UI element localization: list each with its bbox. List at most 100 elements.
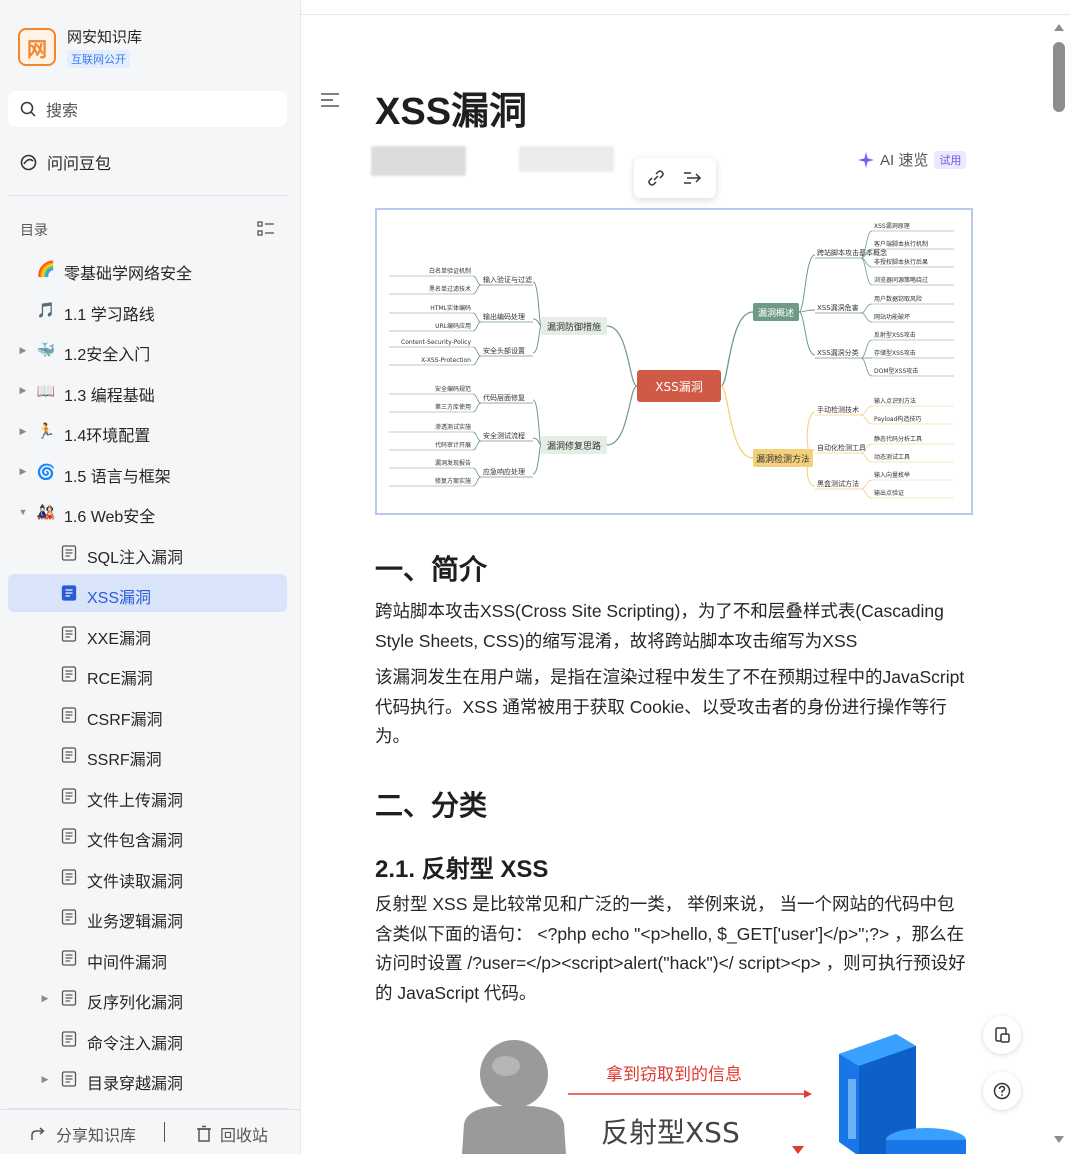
- caret-right-icon[interactable]: ▶: [19, 466, 27, 476]
- toc-item[interactable]: CSRF漏洞: [8, 696, 287, 734]
- ask-doubao-button[interactable]: 问问豆包: [20, 150, 111, 174]
- mindmap-link: [532, 444, 542, 475]
- help-button[interactable]: [983, 1072, 1021, 1110]
- toc-emoji-icon: 🌀: [36, 463, 56, 481]
- search-icon: [20, 101, 36, 117]
- heading-classification: 二、分类: [375, 790, 488, 821]
- mindmap-branch-label: 漏洞概述: [758, 307, 794, 319]
- mindmap-link: [720, 385, 754, 459]
- document-icon: [61, 625, 77, 642]
- toc-item[interactable]: ▼🎎1.6 Web安全: [8, 493, 287, 531]
- mindmap-leaf-label: X-XSS-Protection: [421, 357, 471, 364]
- toc-item[interactable]: SQL注入漏洞: [8, 534, 287, 572]
- mindmap-link: [806, 457, 816, 487]
- mindmap-leaf-label: 第三方库使用: [435, 403, 471, 411]
- mindmap-link: [472, 355, 482, 366]
- scroll-down-arrow-icon[interactable]: [1053, 1135, 1065, 1145]
- toc-item[interactable]: 🌈零基础学网络安全: [8, 250, 287, 288]
- toc-item[interactable]: 🎵1.1 学习路线: [8, 291, 287, 329]
- floating-toolbar: [634, 158, 716, 198]
- document-icon: [61, 868, 77, 885]
- toc-item[interactable]: ▶🏃1.4环境配置: [8, 412, 287, 450]
- toc-item[interactable]: XSS漏洞: [8, 574, 287, 612]
- toc-item-label: 1.5 语言与框架: [64, 468, 171, 486]
- brand[interactable]: 网 网安知识库 互联网公开: [18, 26, 142, 68]
- mindmap-leaf-label: 存储型XSS攻击: [874, 349, 916, 357]
- scroll-thumb[interactable]: [1053, 42, 1065, 112]
- toc-item-label: CSRF漏洞: [87, 711, 163, 729]
- feedback-button[interactable]: [983, 1016, 1021, 1054]
- brand-logo: 网: [18, 28, 56, 66]
- link-icon[interactable]: [647, 170, 665, 186]
- toc-item[interactable]: SSRF漏洞: [8, 736, 287, 774]
- mindmap-branch-node: [753, 303, 799, 321]
- mindmap-leaf-label: 浏览器同源策略绕过: [874, 276, 928, 284]
- scroll-up-arrow-icon[interactable]: [1053, 22, 1065, 32]
- document-icon: [61, 544, 77, 561]
- doc-feedback-icon: [995, 1027, 1010, 1043]
- trash-label: 回收站: [220, 1128, 269, 1145]
- toc-item[interactable]: ▶📖1.3 编程基础: [8, 372, 287, 410]
- mindmap-link: [472, 402, 482, 413]
- toc-item[interactable]: 业务逻辑漏洞: [8, 898, 287, 936]
- mindmap-child-label: 输出编码处理: [483, 312, 525, 321]
- brand-name: 网安知识库: [67, 29, 143, 46]
- share-button[interactable]: 分享知识库: [30, 1122, 136, 1146]
- toc-item-label: 业务逻辑漏洞: [87, 914, 184, 931]
- trial-badge: 试用: [934, 150, 967, 169]
- hacker-figure: [462, 1040, 566, 1154]
- share-label: 分享知识库: [56, 1128, 137, 1145]
- ai-overview-button[interactable]: AI 速览 试用: [858, 149, 967, 170]
- heading-intro: 一、简介: [375, 554, 488, 585]
- toc-item[interactable]: 命令注入漏洞: [8, 1020, 287, 1058]
- mindmap-link: [860, 230, 873, 259]
- illus-arrow-label: 拿到窃取到的信息: [606, 1064, 742, 1085]
- mindmap-child-label: 应急响应处理: [483, 467, 525, 476]
- toc-settings-icon[interactable]: [257, 220, 275, 238]
- caret-right-icon[interactable]: ▶: [19, 425, 27, 436]
- toc-item[interactable]: ▶ 反序列化漏洞: [8, 979, 287, 1017]
- scrollbar[interactable]: [1050, 15, 1070, 1154]
- illus-title: 反射型XSS: [601, 1116, 740, 1149]
- toc-item[interactable]: ▶🐳1.2安全入门: [8, 331, 287, 369]
- toc-item-label: XXE漏洞: [87, 630, 152, 648]
- search-input[interactable]: 搜索: [8, 91, 287, 127]
- mindmap-link: [472, 440, 482, 451]
- trash-button[interactable]: 回收站: [196, 1122, 268, 1146]
- toc-item-label: XSS漏洞: [87, 590, 152, 607]
- author-avatar-blurred: [371, 146, 466, 176]
- share-arrow-icon[interactable]: [683, 170, 703, 186]
- toc-item[interactable]: 文件读取漏洞: [8, 858, 287, 896]
- mindmap-leaf-label: DOM型XSS攻击: [874, 367, 918, 375]
- mindmap-child-label: 代码层面修复: [483, 393, 525, 402]
- caret-right-icon[interactable]: ▶: [19, 385, 27, 395]
- caret-down-icon[interactable]: ▼: [18, 507, 28, 517]
- mindmap-child-label: 输入验证与过滤: [483, 275, 532, 284]
- toc-item[interactable]: RCE漏洞: [8, 655, 287, 693]
- toc-item[interactable]: 中间件漏洞: [8, 939, 287, 977]
- mindmap-leaf-label: 动态测试工具: [874, 453, 910, 461]
- mindmap-link: [472, 476, 482, 487]
- toc-item[interactable]: ▶ 🌀 1.5 语言与框架: [8, 453, 287, 491]
- caret-right-icon[interactable]: ▶: [19, 344, 27, 355]
- toc-item-label: 文件上传漏洞: [87, 792, 184, 810]
- document-icon: [61, 666, 77, 682]
- toc-emoji-icon: 🌈: [36, 261, 56, 278]
- toc-item[interactable]: ▶目录穿越漏洞: [8, 1060, 287, 1098]
- caret-right-icon[interactable]: ▶: [41, 1073, 49, 1084]
- toc-item-label: RCE漏洞: [87, 671, 153, 688]
- mindmap-link: [472, 312, 482, 323]
- mindmap-link: [860, 443, 873, 454]
- mindmap-link: [860, 488, 873, 499]
- toc-item-label: 文件读取漏洞: [87, 873, 184, 891]
- ask-doubao-label: 问问豆包: [47, 156, 112, 173]
- toc-item[interactable]: 文件上传漏洞: [8, 777, 287, 815]
- outline-toggle-icon[interactable]: [320, 91, 340, 109]
- mindmap-branch-label: 漏洞检测方法: [756, 453, 810, 465]
- caret-right-icon[interactable]: ▶: [41, 992, 49, 1003]
- toc-item[interactable]: XXE漏洞: [8, 615, 287, 653]
- toc-item-label: 反序列化漏洞: [87, 995, 184, 1012]
- document-icon: [61, 747, 77, 763]
- mindmap-link: [860, 452, 873, 463]
- toc-item[interactable]: 文件包含漏洞: [8, 817, 287, 855]
